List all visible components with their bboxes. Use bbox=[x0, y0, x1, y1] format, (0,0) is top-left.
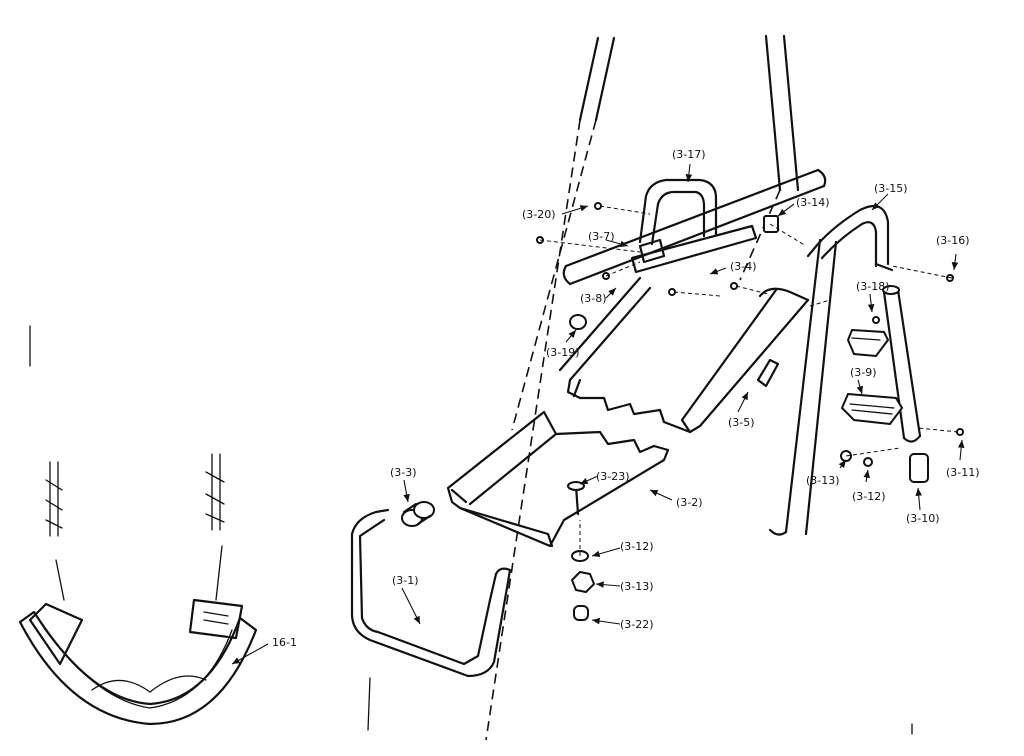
label-3-19: (3-19) bbox=[546, 346, 580, 359]
label-3-3: (3-3) bbox=[390, 466, 417, 479]
label-3-1: (3-1) bbox=[392, 574, 419, 587]
slide-bracket bbox=[630, 224, 758, 274]
bushing-3-3 bbox=[401, 501, 435, 527]
part-labels: (3-17) (3-20) (3-14) (3-15) (3-16) (3-7)… bbox=[272, 148, 980, 649]
hand-grip-3-17 bbox=[638, 178, 718, 246]
label-3-4: (3-4) bbox=[730, 260, 757, 273]
label-3-16: (3-16) bbox=[936, 234, 970, 247]
frame-legs bbox=[578, 34, 838, 536]
label-3-12-right: (3-12) bbox=[852, 490, 886, 503]
label-3-13-right: (3-13) bbox=[806, 474, 840, 487]
upper-slide-section bbox=[558, 276, 810, 434]
label-3-8: (3-8) bbox=[580, 292, 607, 305]
label-3-9: (3-9) bbox=[850, 366, 877, 379]
label-3-12-left: (3-12) bbox=[620, 540, 654, 553]
label-16-1: 16-1 bbox=[272, 636, 297, 649]
label-3-5: (3-5) bbox=[728, 416, 755, 429]
label-3-14: (3-14) bbox=[796, 196, 830, 209]
label-3-23: (3-23) bbox=[596, 470, 630, 483]
label-3-7: (3-7) bbox=[588, 230, 615, 243]
top-crossbar bbox=[562, 168, 827, 286]
swing-seat-16-1 bbox=[18, 453, 258, 726]
margin-marks bbox=[29, 325, 913, 735]
handle-3-15 bbox=[806, 204, 894, 272]
label-3-15: (3-15) bbox=[874, 182, 908, 195]
label-3-13-left: (3-13) bbox=[620, 580, 654, 593]
label-3-2: (3-2) bbox=[676, 496, 703, 509]
label-3-22: (3-22) bbox=[620, 618, 654, 631]
label-3-17: (3-17) bbox=[672, 148, 706, 161]
label-3-18: (3-18) bbox=[856, 280, 890, 293]
label-3-10: (3-10) bbox=[906, 512, 940, 525]
hardware-leader-lines bbox=[539, 205, 959, 556]
label-leader-arrows bbox=[231, 163, 965, 665]
lower-slide-section-3-2 bbox=[446, 410, 670, 548]
foot-rests bbox=[840, 328, 904, 426]
label-3-20: (3-20) bbox=[522, 208, 556, 221]
rear-leg-tube bbox=[882, 285, 922, 443]
label-3-11: (3-11) bbox=[946, 466, 980, 479]
hardware-parts bbox=[536, 202, 964, 621]
glider-u-bar-3-1 bbox=[350, 508, 512, 678]
